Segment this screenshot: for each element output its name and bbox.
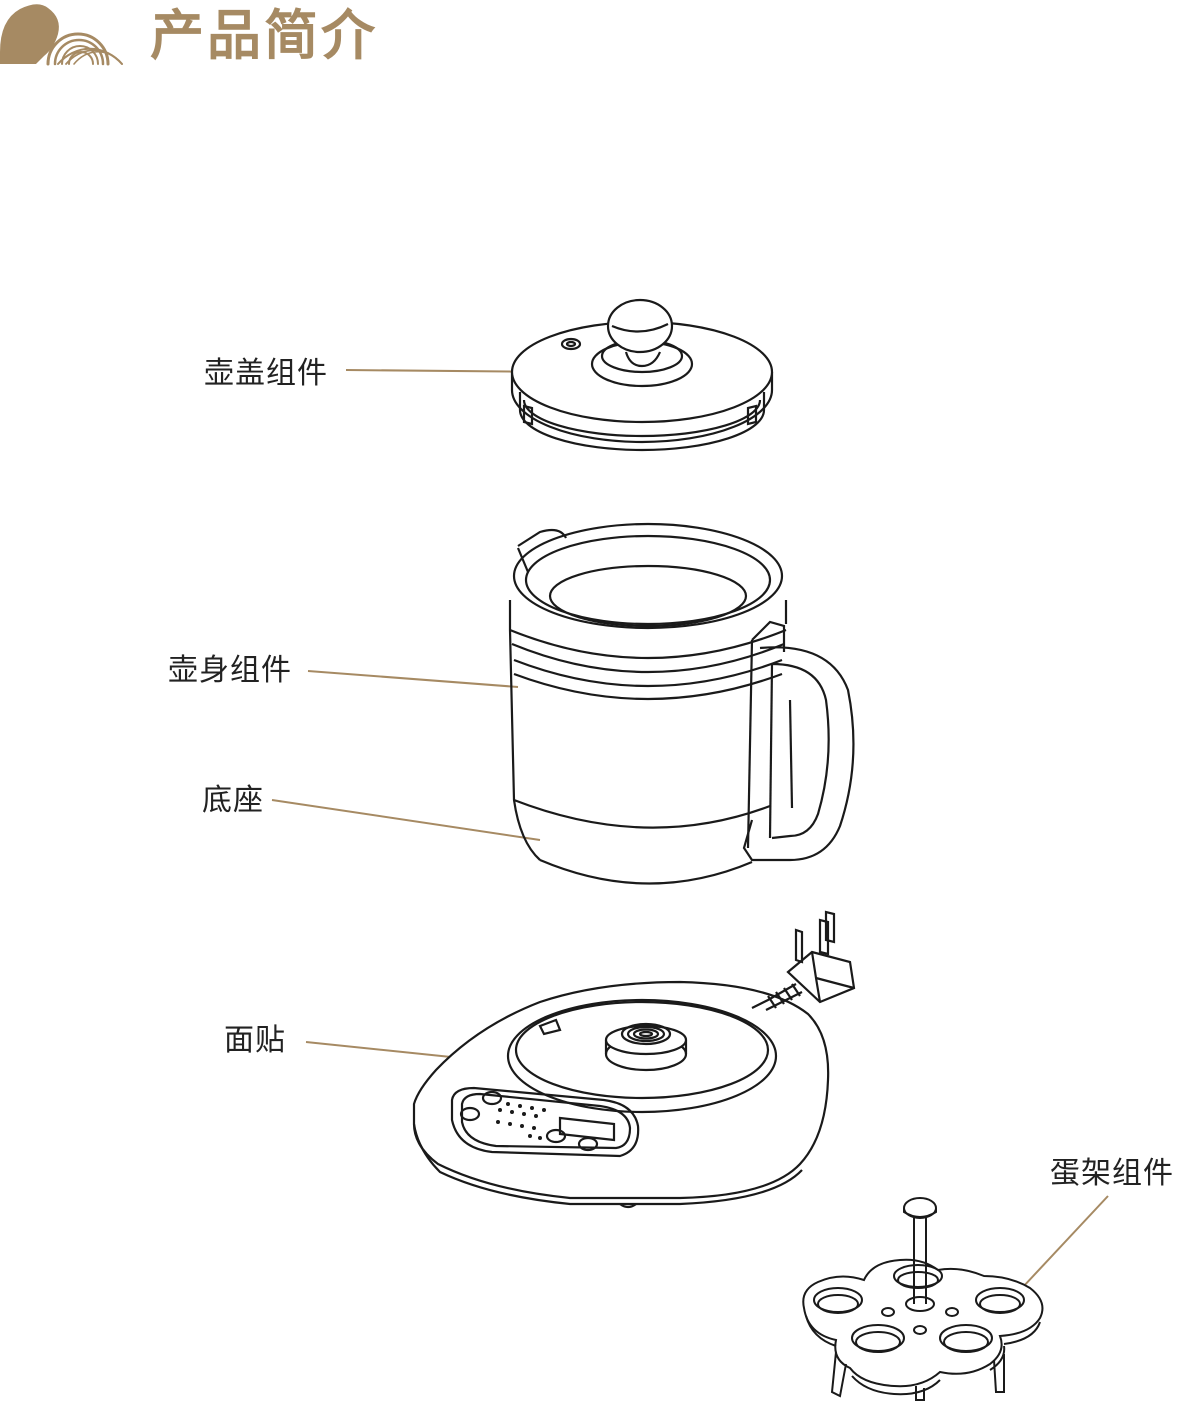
leader-line-base	[271, 799, 541, 841]
label-panel: 面贴	[224, 1023, 286, 1058]
kettle-body-drawing	[508, 522, 855, 885]
leader-line-egg-rack	[1021, 1195, 1109, 1289]
kettle-lid-drawing	[510, 298, 774, 452]
label-kettle-lid: 壶盖组件	[204, 356, 328, 391]
label-egg-rack: 蛋架组件	[1050, 1156, 1174, 1191]
label-kettle-body: 壶身组件	[168, 653, 292, 688]
label-base: 底座	[202, 783, 264, 818]
brand-logo-icon	[0, 4, 123, 66]
leader-line-body	[307, 670, 519, 688]
egg-rack-drawing	[802, 1197, 1044, 1401]
kettle-base-drawing	[412, 910, 856, 1209]
page-title: 产品简介	[150, 4, 378, 67]
